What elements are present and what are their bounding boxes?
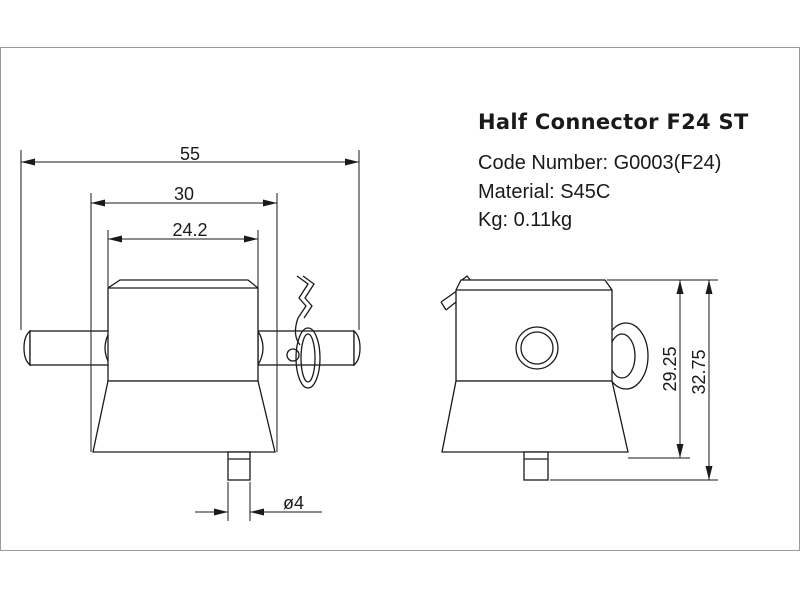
dim-label-32-75: 32.75 xyxy=(689,349,709,394)
dim-top-width xyxy=(107,230,259,288)
dim-label-diameter-4: ø4 xyxy=(283,493,304,513)
side-view xyxy=(440,275,649,481)
weight: Kg: 0.11kg xyxy=(478,209,573,231)
front-body xyxy=(92,279,276,453)
code-number: Code Number: G0003(F24) xyxy=(478,152,722,174)
dim-label-24-2: 24.2 xyxy=(172,220,207,240)
side-bottom-stud xyxy=(523,451,549,481)
dim-overall-width xyxy=(20,150,360,330)
product-title: Half Connector F24 ST xyxy=(478,110,749,134)
r-clip-pin xyxy=(286,275,321,389)
front-bottom-stud xyxy=(227,451,251,481)
dim-label-30: 30 xyxy=(174,184,194,204)
side-body xyxy=(441,279,629,453)
dim-label-29-25: 29.25 xyxy=(660,346,680,391)
dim-pin-diameter xyxy=(195,482,322,521)
dim-label-55: 55 xyxy=(180,144,200,164)
side-hole xyxy=(515,326,559,370)
dim-body-width xyxy=(90,193,278,452)
dim-total-height xyxy=(550,279,718,481)
front-view xyxy=(23,275,361,481)
material: Material: S45C xyxy=(478,181,611,203)
